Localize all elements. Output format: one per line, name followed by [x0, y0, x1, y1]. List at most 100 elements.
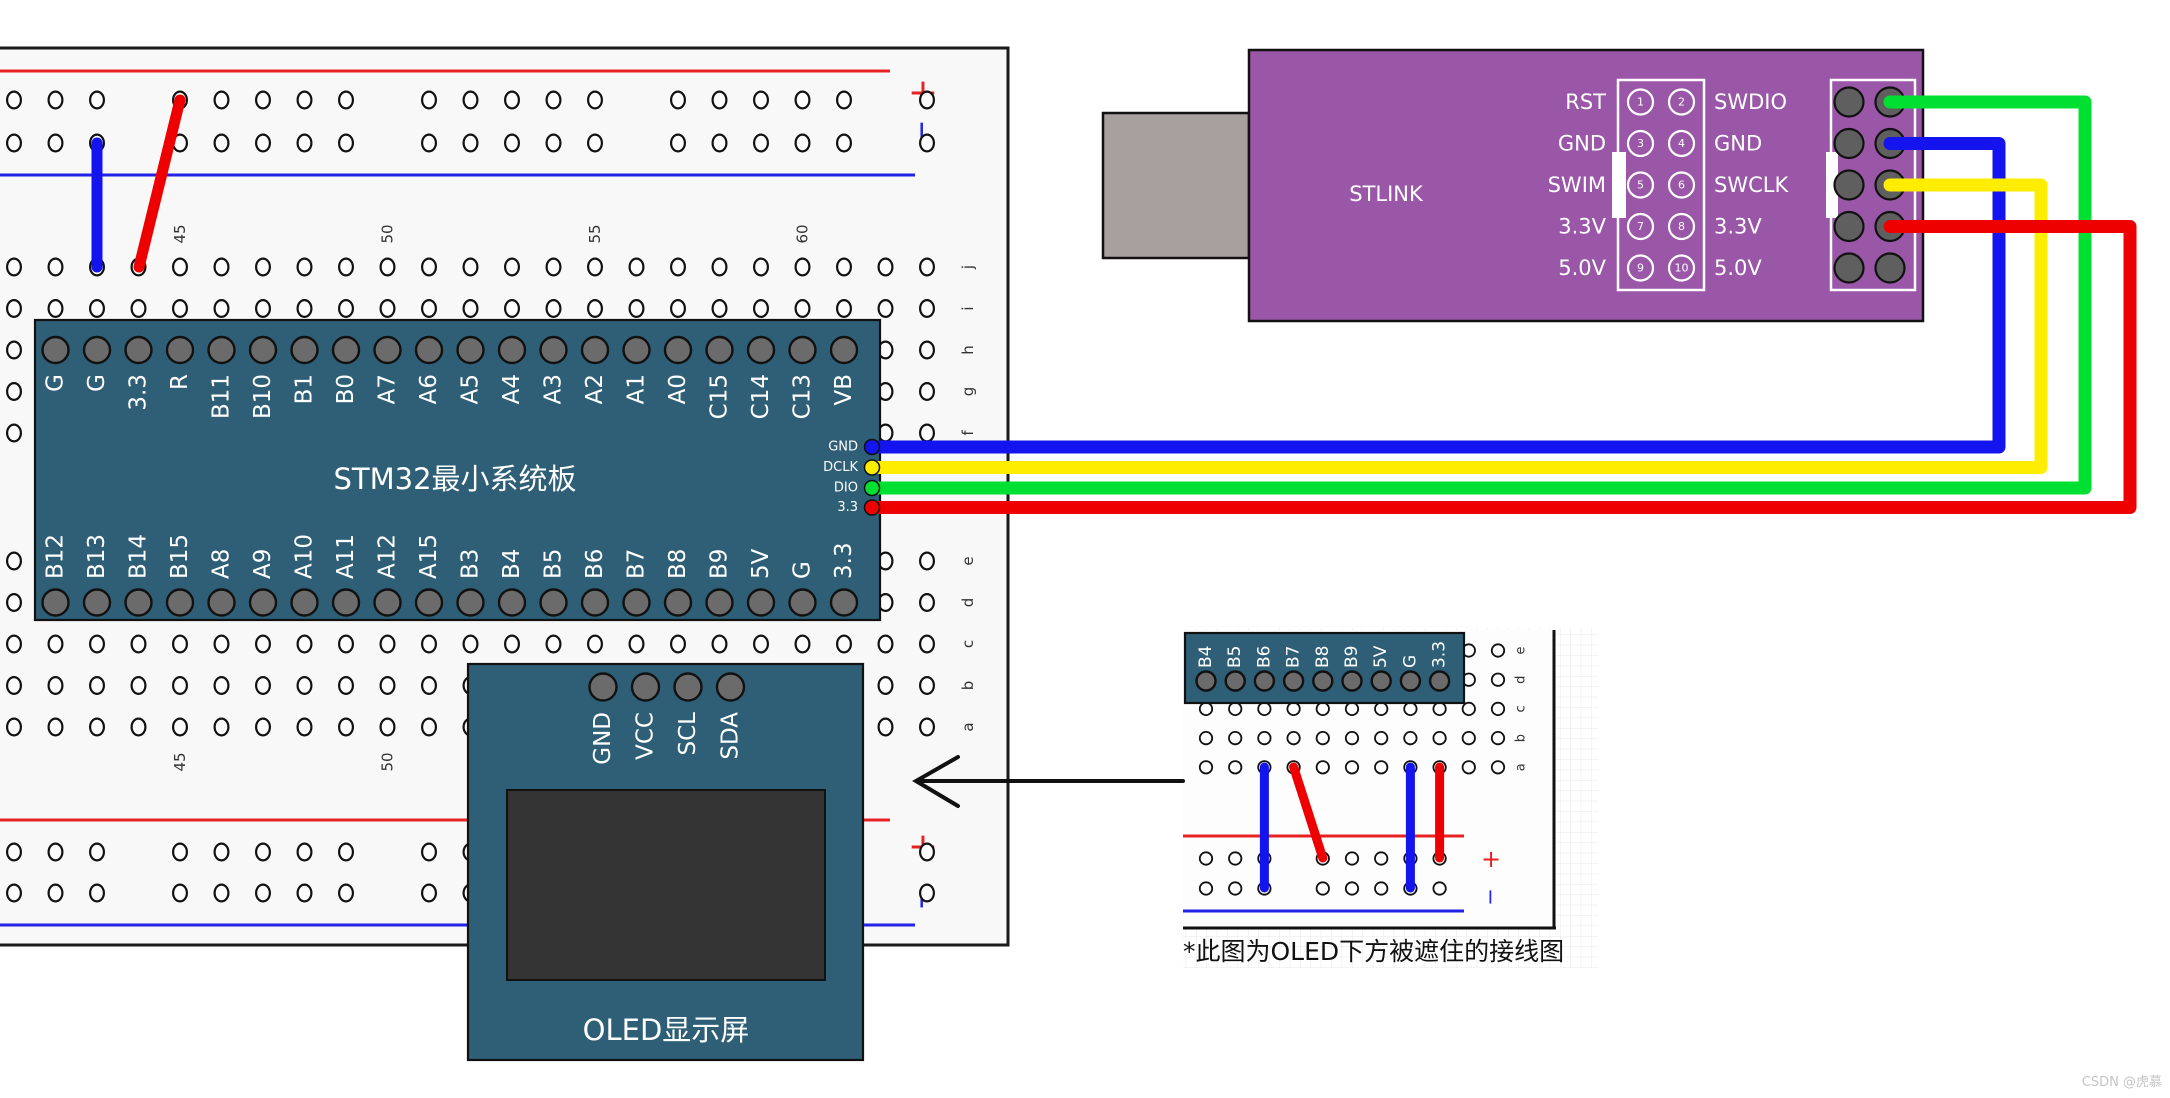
- rail-hole: [47, 883, 64, 903]
- stm32-bottom-pin-label: 3.3: [831, 542, 857, 579]
- rail-hole: [296, 133, 313, 153]
- stlink-pin-circle: [1626, 171, 1655, 199]
- breadboard-hole: [255, 634, 272, 654]
- stm32-top-pin: [829, 335, 859, 365]
- inset-strip-pin: [1224, 670, 1246, 692]
- rail-hole: [88, 90, 105, 110]
- rail-hole: [172, 842, 189, 862]
- breadboard-hole: [669, 257, 686, 277]
- rail-hole: [88, 883, 105, 903]
- inset-rail-hole: [1432, 881, 1447, 896]
- stm32-bottom-pin: [829, 588, 859, 617]
- stm32-top-pin: [331, 335, 361, 365]
- stm32-top-pin: [580, 335, 610, 365]
- breadboard-hole: [5, 717, 23, 737]
- column-number: 45: [171, 752, 189, 771]
- stm32-bottom-pin-label: A8: [209, 549, 235, 579]
- breadboard-hole: [130, 717, 147, 737]
- stm32-top-pin: [248, 335, 278, 365]
- rail-hole: [918, 883, 935, 903]
- rail-hole: [296, 883, 313, 903]
- breadboard-hole: [752, 299, 769, 319]
- stlink-pin-circle: [1667, 254, 1696, 282]
- rail-hole: [338, 133, 355, 153]
- breadboard-hole: [918, 340, 935, 360]
- rail-hole: [47, 842, 64, 862]
- inset-hole: [1344, 760, 1360, 775]
- header-pin: [1833, 252, 1865, 284]
- rail-hole: [5, 883, 23, 903]
- rail-hole: [213, 133, 230, 153]
- debug-wire-dclk: [865, 178, 2048, 474]
- breadboard-hole: [5, 634, 23, 654]
- stm32-bottom-pin: [290, 588, 319, 617]
- stm32-top-pin: [705, 335, 734, 365]
- rail-hole: [918, 133, 935, 153]
- inset-strip-pin-label: B9: [1342, 646, 1362, 668]
- breadboard-hole: [504, 299, 521, 319]
- rail-hole: [462, 133, 479, 153]
- debug-wire-dio: [865, 95, 2092, 495]
- stm32-top-pin-label: A2: [582, 374, 608, 404]
- breadboard-hole: [835, 257, 852, 277]
- breadboard-hole: [47, 257, 64, 277]
- stm32-bottom-pin: [248, 588, 278, 617]
- inset-rail-hole: [1198, 851, 1214, 866]
- stlink-pin-circle: [1667, 88, 1696, 116]
- rail-hole: [255, 133, 272, 153]
- rail-hole: [794, 90, 811, 110]
- stm32-bottom-pin-label: B6: [582, 549, 608, 579]
- breadboard-hole: [130, 299, 147, 319]
- rail-hole: [255, 90, 272, 110]
- rail-hole: [711, 90, 728, 110]
- stlink-label: STLINK: [1349, 182, 1424, 206]
- inset-hole: [1228, 730, 1243, 746]
- breadboard-hole: [172, 257, 189, 277]
- stlink-left-label: SWIM: [1548, 173, 1606, 197]
- stlink-pin-number: 4: [1678, 137, 1685, 150]
- stlink-pin-circle: [1626, 212, 1655, 241]
- stm32-debug-pad: [863, 499, 881, 516]
- stm32-bottom-pin-label: B4: [499, 549, 525, 579]
- breadboard-hole: [877, 634, 894, 654]
- rail-hole: [711, 133, 728, 153]
- column-number: 60: [794, 224, 812, 243]
- breadboard-hole: [711, 299, 728, 319]
- stlink-pin-number: 6: [1678, 179, 1685, 192]
- stlink-body: [1247, 48, 1925, 323]
- breadboard-hole: [255, 675, 272, 695]
- inset-hole: [1286, 701, 1301, 717]
- breadboard-hole: [504, 634, 521, 654]
- rail-hole: [504, 90, 521, 110]
- stlink-pin-number: 9: [1637, 262, 1644, 275]
- breadboard-hole: [5, 423, 23, 443]
- breadboard-hole: [586, 257, 603, 277]
- stm32-bottom-pin-label: B7: [624, 549, 650, 579]
- stm32-top-pin: [207, 335, 236, 365]
- stm32-body: [33, 318, 882, 622]
- stlink-right-label: 3.3V: [1714, 215, 1762, 239]
- breadboard-hole: [338, 257, 355, 277]
- breadboard-hole: [213, 299, 230, 319]
- inset-hole: [1344, 701, 1360, 717]
- inset-strip-pin-label: 5V: [1371, 645, 1391, 668]
- stm32-bottom-pin-label: G: [790, 561, 816, 579]
- rail-hole: [586, 133, 603, 153]
- stm32-top-pin-label: A4: [499, 374, 525, 404]
- row-letter: b: [959, 681, 977, 691]
- breadboard-hole: [711, 634, 728, 654]
- rail-hole: [421, 842, 438, 862]
- stm32-debug-pad-label: DCLK: [823, 460, 858, 475]
- stm32-bottom-pin: [746, 588, 776, 617]
- rail-hole: [255, 842, 272, 862]
- inset-strip-pin: [1341, 670, 1363, 692]
- inset-row-letter: a: [1514, 763, 1529, 771]
- breadboard-hole: [545, 634, 562, 654]
- breadboard-hole: [255, 257, 272, 277]
- stlink-pin-number: 5: [1637, 179, 1644, 192]
- breadboard-hole: [338, 675, 355, 695]
- inset-strip-pin: [1312, 670, 1334, 692]
